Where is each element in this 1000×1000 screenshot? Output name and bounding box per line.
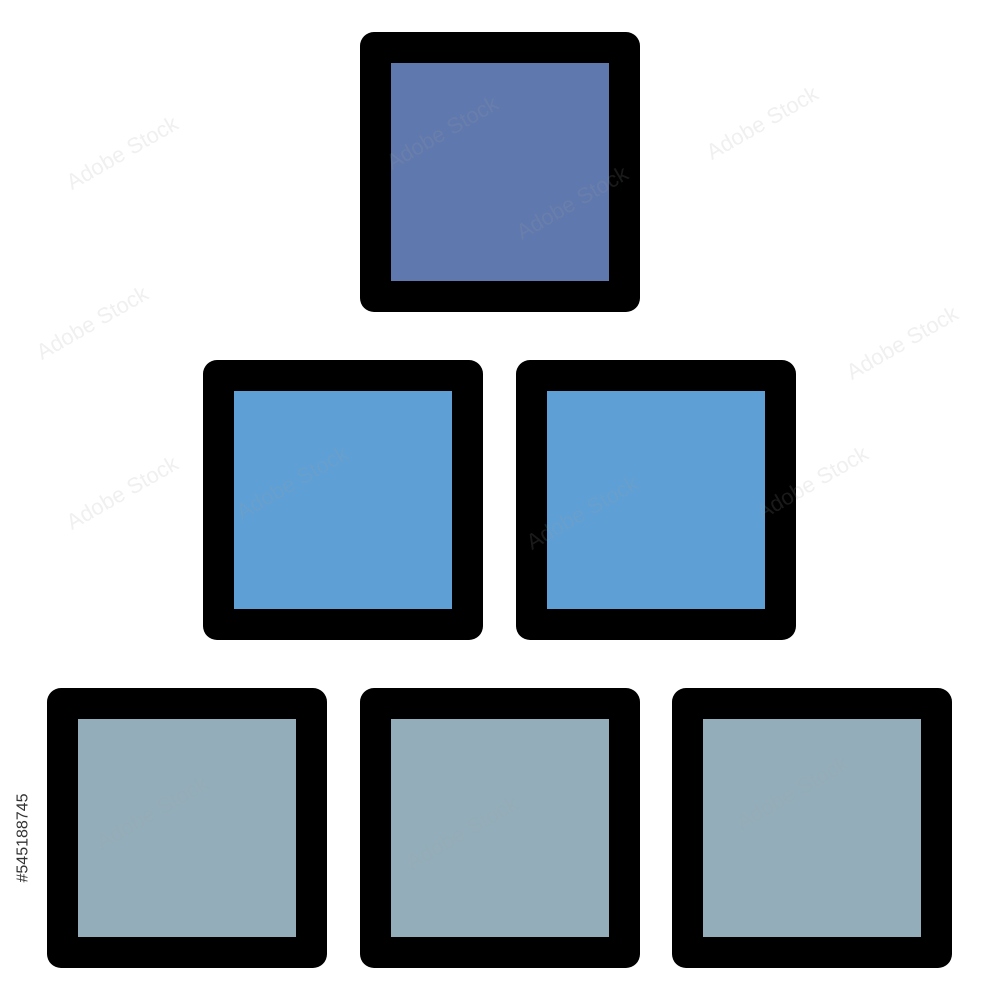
watermark-text: Adobe Stock: [701, 80, 823, 165]
watermark-text: Adobe Stock: [31, 280, 153, 365]
middle-right-block: [516, 360, 796, 640]
stock-id-label: #545188745: [8, 765, 38, 910]
top-block: [360, 32, 640, 312]
watermark-text: Adobe Stock: [61, 110, 183, 195]
bottom-left-block: [47, 688, 327, 968]
watermark-text: Adobe Stock: [841, 300, 963, 385]
stock-id-text: #545188745: [14, 793, 32, 882]
bottom-center-block: [360, 688, 640, 968]
bottom-right-block: [672, 688, 952, 968]
middle-left-block: [203, 360, 483, 640]
watermark-text: Adobe Stock: [61, 450, 183, 535]
